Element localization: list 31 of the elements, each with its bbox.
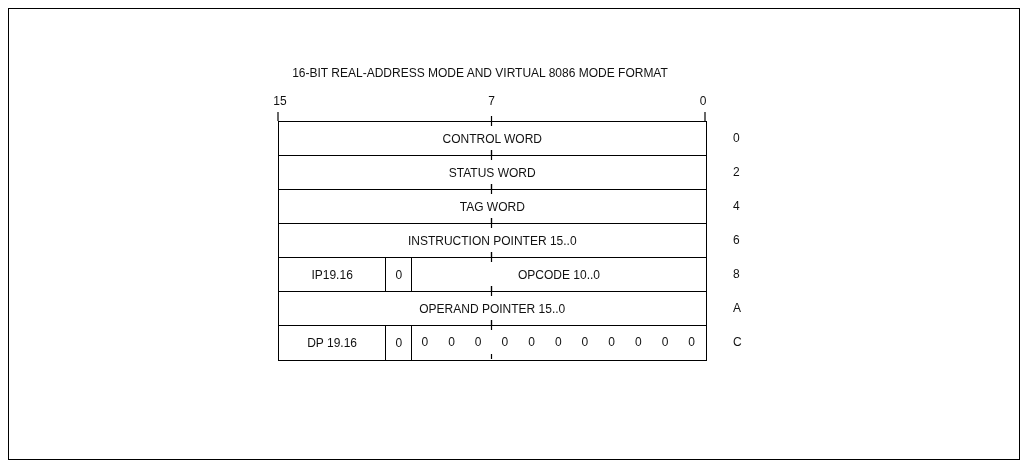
register-field: OPCODE 10..0 [411, 257, 707, 293]
register-field: STATUS WORD [278, 155, 707, 191]
byte-offset: A [733, 301, 741, 315]
register-field: IP19.16 [278, 257, 387, 293]
bit-number: 15 [273, 94, 287, 108]
diagram-title: 16-BIT REAL-ADDRESS MODE AND VIRTUAL 8086 MODE FORMAT [292, 66, 668, 80]
register-field: 0 [384, 325, 413, 361]
register-field: CONTROL WORD [278, 121, 707, 157]
bit-value: 0 [661, 335, 669, 349]
bit-value: 0 [448, 335, 455, 349]
byte-offset: 8 [733, 267, 740, 281]
byte-offset: C [733, 335, 742, 349]
bit-value: 0 [581, 335, 589, 349]
bit-value: 0 [688, 335, 695, 349]
register-field: DP 19.16 [278, 325, 387, 361]
bit-value: 0 [634, 335, 642, 349]
bit-value: 0 [528, 335, 535, 349]
register-field: TAG WORD [278, 189, 707, 225]
bit-value: 0 [474, 335, 482, 349]
bit-value: 0 [554, 335, 562, 349]
bit-value: 0 [501, 335, 509, 349]
byte-offset: 6 [733, 233, 740, 247]
byte-offset: 4 [733, 199, 740, 213]
register-field: OPERAND POINTER 15..0 [278, 291, 707, 327]
byte-offset: 0 [733, 131, 740, 145]
bit-value: 0 [421, 335, 429, 349]
bit-value: 0 [608, 335, 615, 349]
register-field: INSTRUCTION POINTER 15..0 [278, 223, 707, 259]
byte-offset: 2 [733, 165, 740, 179]
bit-number: 7 [488, 94, 495, 108]
bit-number: 0 [699, 94, 707, 108]
